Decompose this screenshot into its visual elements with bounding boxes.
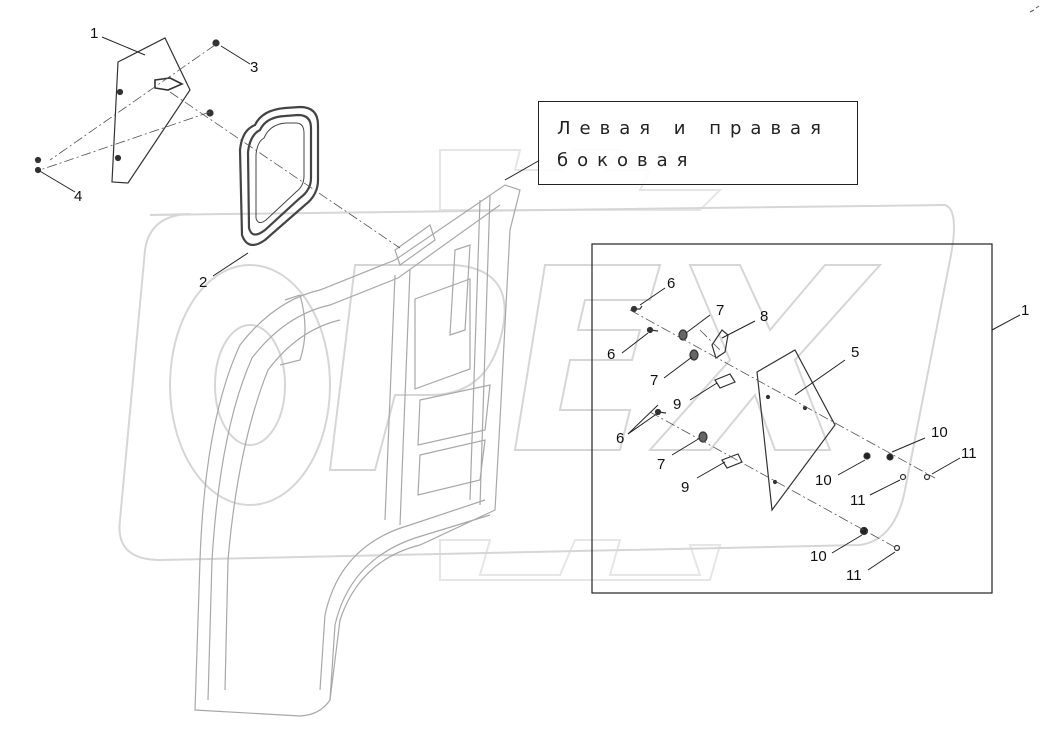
window-seal-part-2 bbox=[238, 105, 320, 247]
callout-6-c: 6 bbox=[616, 430, 625, 447]
callout-10-a: 10 bbox=[931, 424, 948, 441]
caption-line-1: Левая и правая bbox=[557, 118, 830, 139]
callout-3: 3 bbox=[250, 59, 259, 76]
caption-line-2: боковая bbox=[557, 150, 697, 171]
fasteners-detail bbox=[630, 305, 931, 552]
callout-1-detail: 1 bbox=[1021, 302, 1030, 319]
assembly-center-lines bbox=[39, 44, 936, 551]
cab-side-frame bbox=[194, 184, 521, 717]
callout-6-a: 6 bbox=[667, 275, 676, 292]
callout-7-c: 7 bbox=[657, 456, 666, 473]
glass-part-1-top bbox=[34, 37, 220, 184]
callout-6-b: 6 bbox=[607, 346, 616, 363]
callout-5: 5 bbox=[851, 344, 860, 361]
callout-4: 4 bbox=[74, 188, 83, 205]
callout-11-a: 11 bbox=[961, 445, 977, 462]
callout-9-b: 9 bbox=[681, 479, 690, 496]
watermark-logo bbox=[118, 149, 955, 581]
detail-frame bbox=[591, 243, 993, 594]
callout-7-b: 7 bbox=[650, 372, 659, 389]
caption-box: Левая и правая боковая bbox=[538, 101, 858, 185]
glass-part-5-detail bbox=[756, 349, 836, 512]
callout-8: 8 bbox=[760, 308, 769, 325]
callout-9-a: 9 bbox=[673, 396, 682, 413]
callout-11-b: 11 bbox=[850, 492, 866, 509]
callout-7-a: 7 bbox=[716, 302, 725, 319]
callout-11-c: 11 bbox=[846, 567, 862, 584]
callout-10-b: 10 bbox=[815, 472, 832, 489]
leader-lines bbox=[37, 36, 1021, 571]
callout-1-top: 1 bbox=[90, 25, 99, 42]
corner-mark bbox=[1029, 5, 1040, 13]
callout-2: 2 bbox=[199, 274, 208, 291]
callout-10-c: 10 bbox=[810, 548, 827, 565]
